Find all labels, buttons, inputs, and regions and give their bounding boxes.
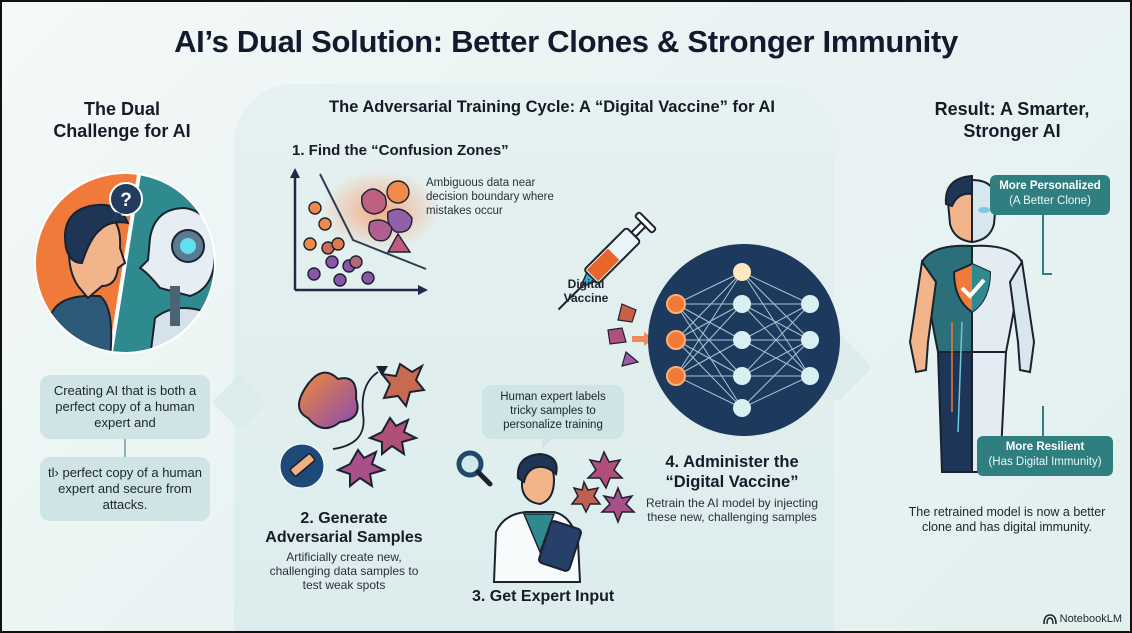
step-2-title-line-2: Adversarial Samples	[265, 529, 423, 546]
adversarial-samples-illustration	[279, 362, 426, 489]
step-4-title-line-1: 4. Administer the	[665, 453, 799, 471]
callout-2-subtitle: (Has Digital Immunity)	[988, 456, 1102, 468]
step-1-title: 1. Find the “Confusion Zones”	[292, 142, 509, 159]
confusion-zone-scatter-plot	[290, 168, 440, 295]
step-3-title: 3. Get Expert Input	[472, 588, 615, 605]
callout-2-title: More Resilient	[1005, 441, 1085, 453]
half-human-half-robot-figure	[908, 174, 1036, 473]
callout-1-title: More Personalized	[999, 180, 1101, 192]
step-4-title: 4. Administer the “Digital Vaccine”	[642, 452, 822, 492]
callout-1-connector	[1042, 215, 1052, 275]
step-4-description: Retrain the AI model by injecting these …	[645, 496, 819, 524]
step-2-title: 2. Generate Adversarial Samples	[264, 509, 424, 547]
step-2-title-line-1: 2. Generate	[300, 510, 388, 527]
human-expert-illustration	[456, 450, 636, 583]
sample-fragments-icon	[607, 303, 654, 367]
brand-label: NotebookLM	[1059, 613, 1122, 625]
neural-network-icon	[648, 244, 840, 436]
step-2-description: Artificially create new, challenging dat…	[269, 550, 419, 592]
dual-challenge-heading: The Dual Challenge for AI	[22, 98, 222, 142]
question-bubble-icon: ?	[109, 182, 143, 222]
result-description: The retrained model is now a better clon…	[908, 505, 1106, 534]
result-heading: Result: A Smarter, Stronger AI	[902, 98, 1122, 142]
callout-1-subtitle: (A Better Clone)	[1009, 195, 1091, 207]
notebooklm-brand: NotebookLM	[1042, 613, 1122, 625]
human-vs-robot-illustration: ?	[34, 172, 216, 354]
magnifier-icon	[456, 450, 493, 487]
label-line-1: Digital	[567, 277, 605, 291]
heading-line-2: Stronger AI	[963, 121, 1061, 141]
bubble-connector	[124, 439, 126, 457]
syringe-icon	[557, 211, 657, 311]
page-title: AI’s Dual Solution: Better Clones & Stro…	[174, 24, 958, 59]
callout-2-connector	[1042, 406, 1044, 436]
step-4-title-line-2: “Digital Vaccine”	[665, 473, 799, 491]
personalized-callout: More Personalized (A Better Clone)	[990, 175, 1110, 215]
challenge-bubble-1: Creating AI that is both a perfect copy …	[40, 375, 210, 439]
heading-line-1: Result: A Smarter,	[934, 99, 1090, 119]
label-line-2: Vaccine	[563, 291, 609, 305]
heading-line-1: The Dual	[83, 99, 160, 119]
digital-vaccine-label: Digital Vaccine	[556, 277, 616, 305]
step-1-description: Ambiguous data near decision boundary wh…	[426, 177, 554, 217]
resilient-callout: More Resilient (Has Digital Immunity)	[977, 436, 1113, 476]
expert-speech-bubble: Human expert labels tricky samples to pe…	[482, 385, 624, 449]
heading-line-2: Challenge for AI	[53, 121, 191, 141]
challenge-bubble-2: tl› perfect copy of a human expert and s…	[40, 457, 210, 521]
cycle-heading: The Adversarial Training Cycle: A “Digit…	[329, 98, 775, 116]
notebooklm-logo-icon	[1042, 614, 1057, 625]
svg-text:?: ?	[120, 190, 132, 211]
shield-check-icon	[952, 262, 992, 314]
